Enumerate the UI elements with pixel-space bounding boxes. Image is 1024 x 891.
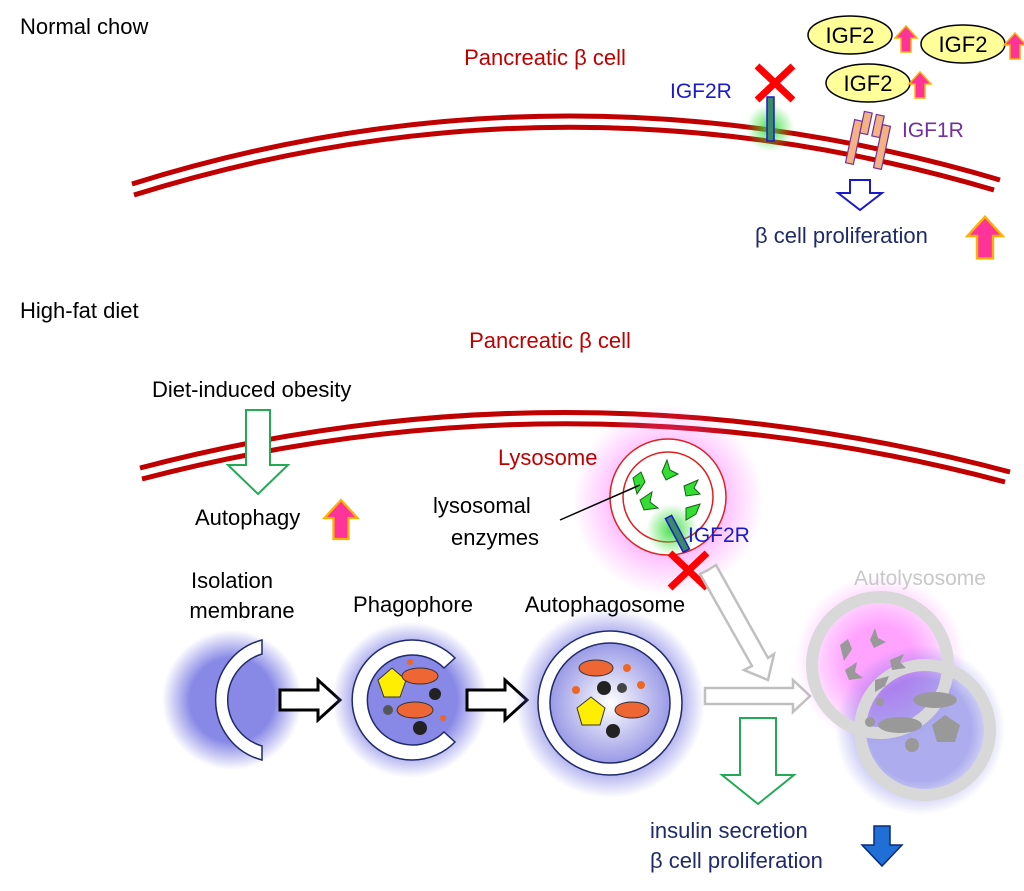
- svg-text:IGF2: IGF2: [844, 71, 893, 96]
- outcome-insulin-secretion: insulin secretion: [650, 818, 808, 843]
- igf1r-label: IGF1R: [902, 119, 964, 142]
- igf2-ligand: IGF2: [807, 15, 893, 55]
- lysosome-icon: [609, 438, 727, 556]
- enzymes-label-line2: enzymes: [451, 525, 539, 550]
- lysosome-label: Lysosome: [498, 445, 597, 470]
- inhibition-x-icon: [667, 550, 710, 591]
- increase-arrow-icon: [908, 71, 932, 99]
- phagophore-label: Phagophore: [353, 592, 473, 617]
- increase-arrow-icon: [894, 25, 918, 53]
- enzymes-pointer-line: [559, 484, 641, 521]
- autophagy-label: Autophagy: [195, 505, 300, 530]
- igf1r-receptor-icon: [844, 110, 892, 171]
- increase-arrow-icon: [966, 215, 1004, 260]
- igf2r-receptor-icon: [766, 96, 775, 142]
- cell-label-bottom: Pancreatic β cell: [469, 328, 631, 353]
- phagophore-icon: [351, 639, 457, 761]
- increase-arrow-icon: [1003, 32, 1024, 60]
- obesity-down-arrow-icon: [225, 409, 291, 496]
- panel-title-high-fat-diet: High-fat diet: [20, 298, 139, 323]
- cell-membrane-top: [131, 113, 1001, 198]
- cell-label-top: Pancreatic β cell: [464, 45, 626, 70]
- isolation-label-line2: membrane: [189, 598, 294, 623]
- trigger-label: Diet-induced obesity: [152, 377, 351, 402]
- blocked-fusion-arrow-icon: [698, 563, 812, 715]
- inhibition-x-icon: [754, 63, 796, 103]
- outcome-down-arrow-icon: [719, 717, 797, 806]
- autophagosome-icon: [537, 630, 683, 776]
- enzymes-label-line1: lysosomal: [433, 493, 531, 518]
- autophagosome-label: Autophagosome: [525, 592, 685, 617]
- outcome-beta-cell-proliferation: β cell proliferation: [650, 848, 823, 873]
- isolation-glow: [162, 630, 302, 770]
- isolation-label-line1: Isolation: [191, 568, 273, 593]
- igf2r-label-bottom: IGF2R: [688, 524, 750, 547]
- isolation-membrane-icon: [214, 639, 263, 761]
- igf2-ligand: IGF2: [920, 24, 1006, 64]
- outcome-top: β cell proliferation: [755, 223, 928, 248]
- signal-down-arrow-icon: [835, 179, 885, 212]
- increase-arrow-icon: [323, 498, 359, 541]
- svg-text:IGF2: IGF2: [826, 23, 875, 48]
- igf2r-label-top: IGF2R: [670, 80, 732, 103]
- panel-title-normal-chow: Normal chow: [20, 14, 148, 39]
- svg-text:IGF2: IGF2: [939, 32, 988, 57]
- igf2-ligand: IGF2: [825, 63, 911, 103]
- autolysosome-label: Autolysosome: [854, 567, 986, 590]
- autolysosome-icon: [795, 575, 1005, 815]
- stage-arrow-icon: [278, 676, 343, 724]
- decrease-arrow-icon: [860, 825, 904, 868]
